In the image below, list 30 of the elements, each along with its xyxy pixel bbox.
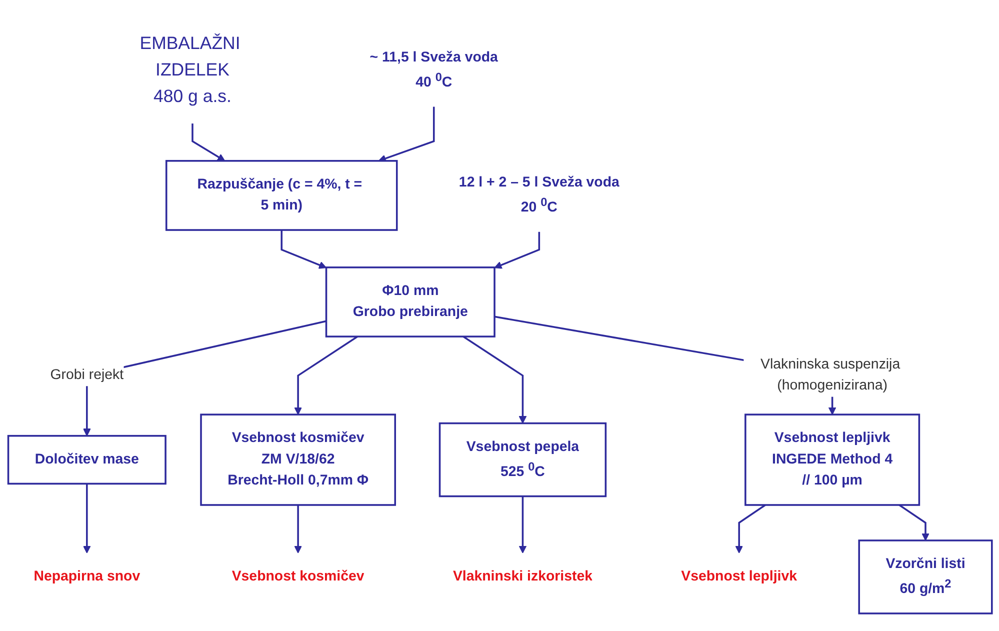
arrow xyxy=(518,496,527,554)
arrow xyxy=(192,124,226,162)
edge-label: Grobi rejekt xyxy=(50,368,124,383)
node-text: Nepapirna snov xyxy=(34,569,140,584)
node-label: 480 g a.s. xyxy=(154,87,232,107)
arrow xyxy=(83,484,91,554)
node-text: Vlakninski izkoristek xyxy=(452,569,592,584)
node-text: 12 l + 2 – 5 l Sveža voda xyxy=(458,175,620,190)
node-box: Vsebnost lepljivk INGEDE Method 4 // 100 µm xyxy=(744,414,920,506)
node-box: Vsebnost kosmičev ZM V/18/62 Brecht-Holl 0,7mm Φ xyxy=(200,414,396,506)
arrow xyxy=(294,505,302,554)
node-box: Vzorčni listi 60 g/m$^{2}$ xyxy=(858,540,993,615)
node-box: Φ10 mm Grobo prebiranje xyxy=(325,266,496,338)
node-label: 40 $^{0}$C xyxy=(416,70,452,90)
arrow xyxy=(294,336,358,416)
node-text: Vsebnost lepljivk xyxy=(681,569,798,584)
arrow xyxy=(898,504,930,542)
node-box: Določitev mase xyxy=(7,435,166,485)
arrow xyxy=(462,336,527,424)
arrow xyxy=(494,232,540,269)
arrow xyxy=(280,230,327,269)
node-text: Vsebnost kosmičev xyxy=(232,569,364,584)
node-box: Vsebnost pepela 525 $^{0}$C xyxy=(438,422,607,498)
node-text: ~ 11,5 l Sveža voda xyxy=(370,50,498,66)
node-box: Razpuščanje (c = 4%, t = 5 min) xyxy=(165,160,398,232)
node-label: 20 $^{0}$C xyxy=(520,196,558,216)
arrow xyxy=(735,504,766,554)
arrow xyxy=(378,107,435,162)
edge-label: Vlakninska suspenzija (homogenizirana) xyxy=(760,357,900,394)
node-text: EMBALAŽNI IZDELEK xyxy=(140,34,240,80)
